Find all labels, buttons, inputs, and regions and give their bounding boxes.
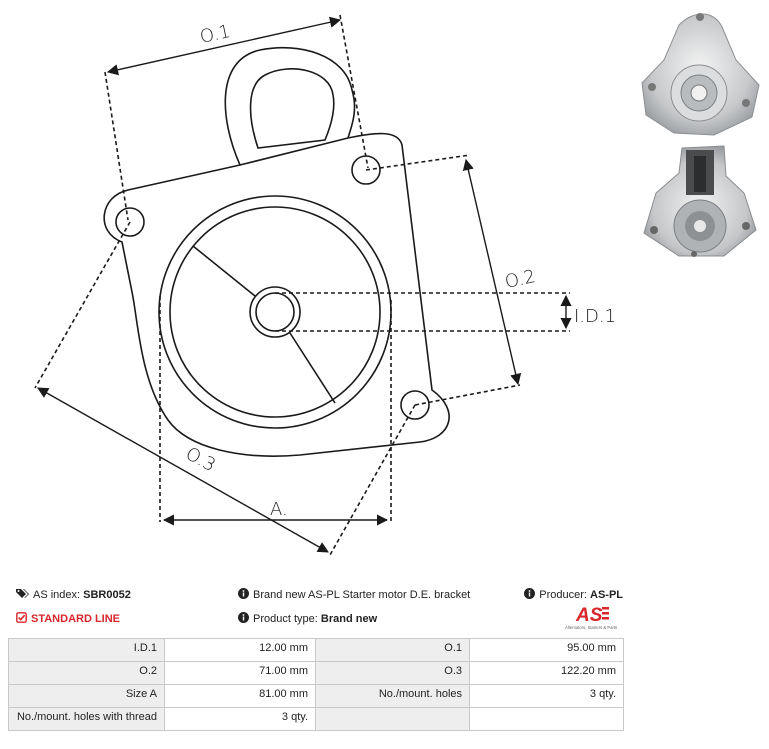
bracket-outline	[103, 132, 450, 457]
as-index-value: SBR0052	[83, 589, 131, 601]
logo-tagline: Alternators, Starters & Parts	[565, 625, 617, 630]
spec-value: 81.00 mm	[164, 684, 316, 708]
product-type-label: Product type:	[253, 613, 318, 625]
product-description: Brand new AS-PL Starter motor D.E. brack…	[238, 588, 470, 601]
dim-o1	[106, 16, 342, 76]
info-circle-icon	[238, 612, 249, 623]
inner-ring	[169, 206, 381, 418]
description-text: Brand new AS-PL Starter motor D.E. brack…	[253, 589, 471, 601]
table-row: Size A 81.00 mm No./mount. holes 3 qty.	[8, 684, 624, 708]
as-index-label: AS index:	[33, 589, 81, 601]
bracket-lug	[224, 46, 356, 166]
shaft-bore-inner	[255, 292, 295, 332]
as-pl-logo: AS Alternators, Starters & Parts	[565, 605, 617, 630]
mount-hole-left	[115, 207, 145, 237]
spec-value: 12.00 mm	[164, 638, 316, 662]
spec-label: O.3	[315, 661, 470, 685]
info-circle-icon	[524, 588, 536, 599]
dim-o3	[37, 387, 329, 553]
product-type-value: Brand new	[320, 613, 378, 625]
spec-label: Size A	[8, 684, 165, 708]
producer-label: Producer:	[539, 589, 587, 601]
spec-value: 71.00 mm	[164, 661, 316, 685]
spec-label	[315, 707, 470, 731]
product-type: Product type: Brand new	[238, 612, 377, 625]
info-circle-icon	[238, 588, 249, 599]
spec-value: 95.00 mm	[469, 638, 624, 662]
label-a: A.	[270, 499, 288, 520]
sector-cutout	[192, 245, 336, 404]
label-id1: I.D.1	[574, 306, 616, 327]
tags-icon	[16, 589, 29, 598]
outer-ring	[158, 195, 392, 429]
logo-mark: AS	[575, 605, 603, 626]
table-row: No./mount. holes with thread 3 qty.	[8, 707, 624, 731]
product-photo-front	[634, 5, 764, 140]
check-square-icon	[16, 612, 27, 623]
product-photo-rear	[634, 138, 764, 260]
dim-o2	[462, 158, 522, 386]
spec-value	[469, 707, 624, 731]
spec-label: O.2	[8, 661, 165, 685]
producer-value: AS-PL	[590, 589, 623, 601]
spec-label: I.D.1	[8, 638, 165, 662]
technical-drawing: O.1 O.2 I.D.1 O.3 A.	[34, 14, 616, 556]
spec-label: O.1	[315, 638, 470, 662]
table-row: I.D.1 12.00 mm O.1 95.00 mm	[8, 638, 624, 662]
spec-value: 122.20 mm	[469, 661, 624, 685]
standard-line-badge: STANDARD LINE	[16, 612, 120, 625]
mount-hole-bottom-right	[400, 390, 430, 420]
label-o1: O.1	[198, 21, 232, 48]
specs-table: I.D.1 12.00 mm O.1 95.00 mm O.2 71.00 mm…	[8, 638, 624, 731]
spec-value: 3 qty.	[164, 707, 316, 731]
spec-label: No./mount. holes with thread	[8, 707, 165, 731]
table-row: O.2 71.00 mm O.3 122.20 mm	[8, 661, 624, 685]
producer: Producer: AS-PL	[524, 588, 623, 601]
spec-value: 3 qty.	[469, 684, 624, 708]
shaft-bore-outer	[249, 286, 301, 338]
as-index: AS index: SBR0052	[16, 588, 131, 601]
spec-label: No./mount. holes	[315, 684, 470, 708]
standard-line-label: STANDARD LINE	[31, 613, 121, 625]
label-o2: O.2	[503, 266, 537, 293]
